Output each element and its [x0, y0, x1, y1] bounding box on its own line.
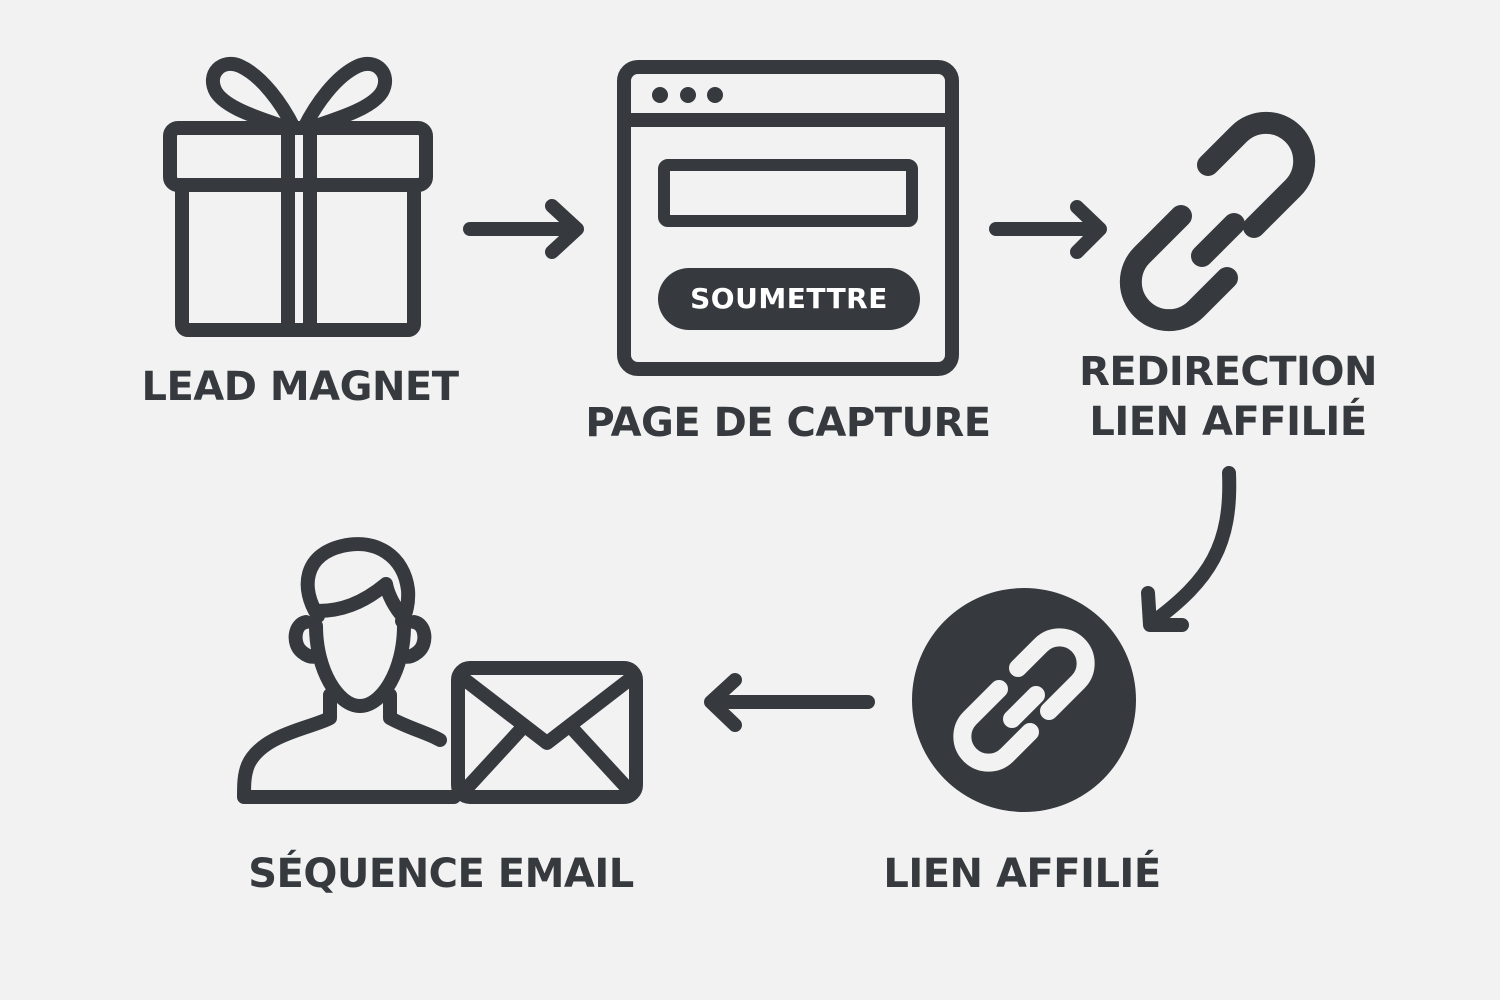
label-capture-page: PAGE DE CAPTURE — [585, 400, 991, 446]
label-redirection: REDIRECTION LIEN AFFILIÉ — [1056, 347, 1400, 447]
submit-button-label: SOUMETTRE — [690, 282, 888, 315]
label-redirection-line1: REDIRECTION — [1079, 349, 1377, 395]
gift-icon — [163, 57, 433, 337]
arrow-link-to-email — [704, 673, 875, 732]
label-redirection-line2: LIEN AFFILIÉ — [1089, 399, 1367, 445]
submit-button — [658, 268, 920, 330]
arrow-redirection-to-link — [1141, 466, 1237, 632]
arrow-capture-to-redirection — [989, 200, 1107, 259]
label-lead-magnet: LEAD MAGNET — [141, 364, 459, 410]
label-affiliate-link: LIEN AFFILIÉ — [883, 851, 1161, 897]
chain-link-circle-icon — [912, 588, 1136, 812]
label-email-sequence: SÉQUENCE EMAIL — [248, 851, 634, 897]
user-with-envelope-icon — [237, 537, 643, 804]
chain-link-icon — [1119, 111, 1316, 332]
browser-window-icon — [617, 60, 959, 376]
arrow-lead-to-capture — [463, 199, 584, 259]
